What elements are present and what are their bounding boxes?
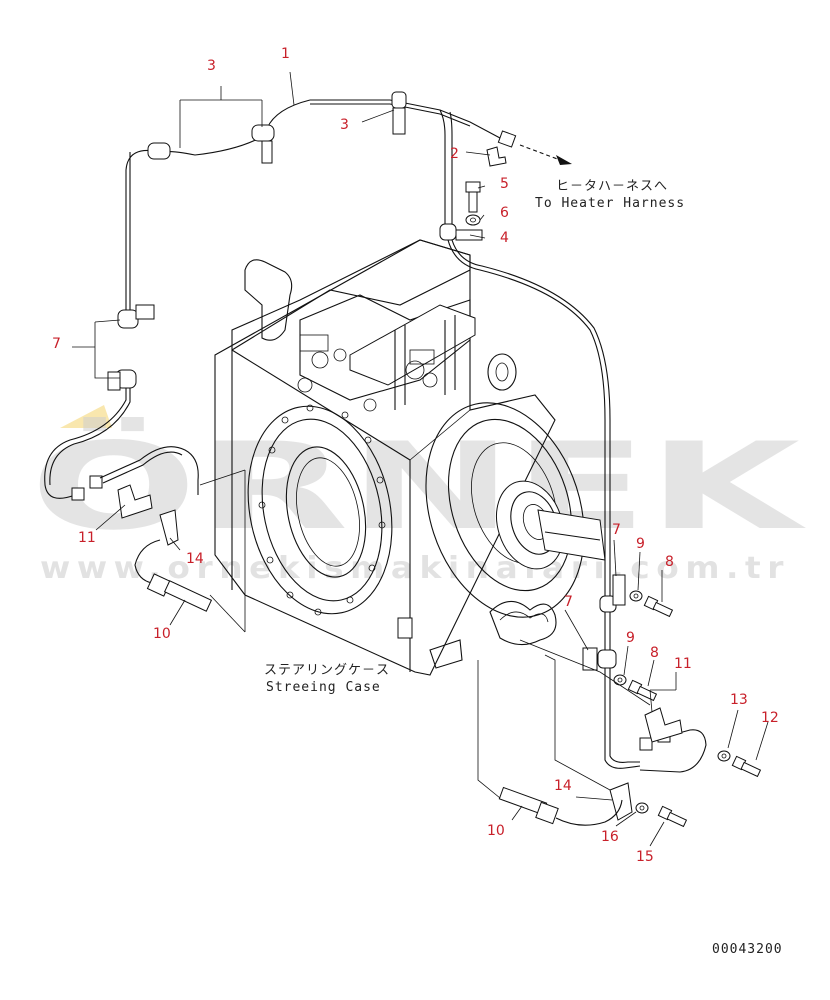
heater-harness-note-jp: ヒ－タハ－ネスへ [556, 179, 668, 194]
upper-hardware [465, 146, 507, 226]
callout-9-upper: 9 [636, 536, 645, 552]
heater-arrow [519, 144, 572, 165]
harness-right [439, 223, 641, 769]
callout-11-right: 11 [674, 656, 692, 672]
callout-7-left: 7 [52, 336, 61, 352]
drawing-number: 00043200 [712, 942, 783, 957]
callout-15: 15 [636, 849, 654, 865]
lower-right-parts [477, 590, 762, 828]
callout-8-lower: 8 [650, 645, 659, 661]
callouts: 1 3 3 2 5 6 4 7 11 14 10 7 9 8 7 9 8 11 … [52, 46, 779, 865]
callout-1: 1 [281, 46, 290, 62]
callout-3-left: 3 [207, 58, 216, 74]
clamps-3 [147, 91, 407, 164]
watermark-brand: ÖRNEK [30, 417, 807, 557]
callout-11-left: 11 [78, 530, 96, 546]
watermark-accent-triangle [60, 405, 112, 428]
steering-case-note-jp: ステアリングケ－ス [264, 663, 390, 678]
watermark: ÖRNEK www.ornekismakinalari.com.tr [30, 405, 807, 586]
callout-14-left: 14 [186, 551, 204, 567]
harness-left [44, 304, 246, 633]
callout-4: 4 [500, 230, 509, 246]
callout-10-left: 10 [153, 626, 171, 642]
callout-2: 2 [450, 146, 459, 162]
callout-9-lower: 9 [626, 630, 635, 646]
callout-13: 13 [730, 692, 748, 708]
steering-case [214, 239, 606, 676]
callout-10-right: 10 [487, 823, 505, 839]
callout-6: 6 [500, 205, 509, 221]
callout-16: 16 [601, 829, 619, 845]
notes: ヒ－タハ－ネスへ To Heater Harness ステアリングケ－ス Str… [264, 179, 783, 957]
heater-harness-note-en: To Heater Harness [535, 196, 685, 211]
callout-14-right: 14 [554, 778, 572, 794]
callout-7-upper-right: 7 [612, 522, 621, 538]
callout-8-upper: 8 [665, 554, 674, 570]
leader-lines [72, 71, 769, 847]
callout-12: 12 [761, 710, 779, 726]
callout-3-right: 3 [340, 117, 349, 133]
callout-7-lower-right: 7 [564, 594, 573, 610]
callout-5: 5 [500, 176, 509, 192]
harness-1 [125, 99, 517, 315]
steering-case-note-en: Streeing Case [266, 680, 381, 695]
